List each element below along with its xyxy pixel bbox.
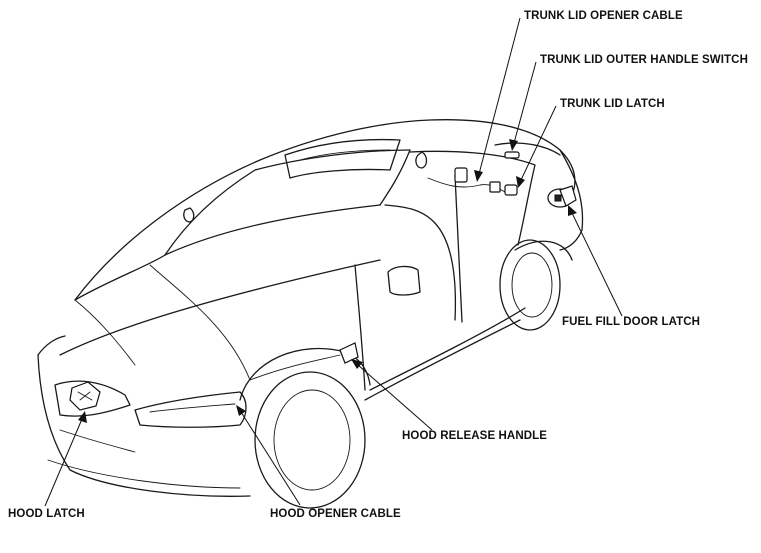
leader-trunk-lid-outer-handle-switch <box>509 61 537 151</box>
label-trunk-lid-opener-cable: TRUNK LID OPENER CABLE <box>524 10 683 22</box>
trunk-lid-outer-handle-switch-part <box>504 151 520 159</box>
leader-trunk-lid-opener-cable <box>474 17 521 182</box>
label-trunk-lid-outer-handle-switch: TRUNK LID OUTER HANDLE SWITCH <box>540 54 748 66</box>
label-trunk-lid-latch: TRUNK LID LATCH <box>560 98 665 110</box>
fuel-fill-door-latch-part <box>554 185 577 207</box>
leader-trunk-lid-latch <box>516 105 557 188</box>
leader-hood-opener-cable <box>236 405 301 506</box>
leader-hood-latch <box>44 411 87 507</box>
trunk-lid-opener-cable-part <box>427 167 506 193</box>
leader-fuel-fill-door-latch <box>568 205 623 317</box>
car-body <box>37 119 584 509</box>
label-fuel-fill-door-latch: FUEL FILL DOOR LATCH <box>562 316 701 328</box>
hood-latch-part <box>69 381 101 411</box>
hood-release-handle-part <box>249 342 359 381</box>
label-hood-opener-cable: HOOD OPENER CABLE <box>270 508 401 520</box>
leader-hood-release-handle <box>351 359 433 431</box>
label-hood-release-handle: HOOD RELEASE HANDLE <box>402 430 548 442</box>
label-hood-latch: HOOD LATCH <box>8 508 85 520</box>
trunk-lid-latch-part <box>504 184 518 196</box>
